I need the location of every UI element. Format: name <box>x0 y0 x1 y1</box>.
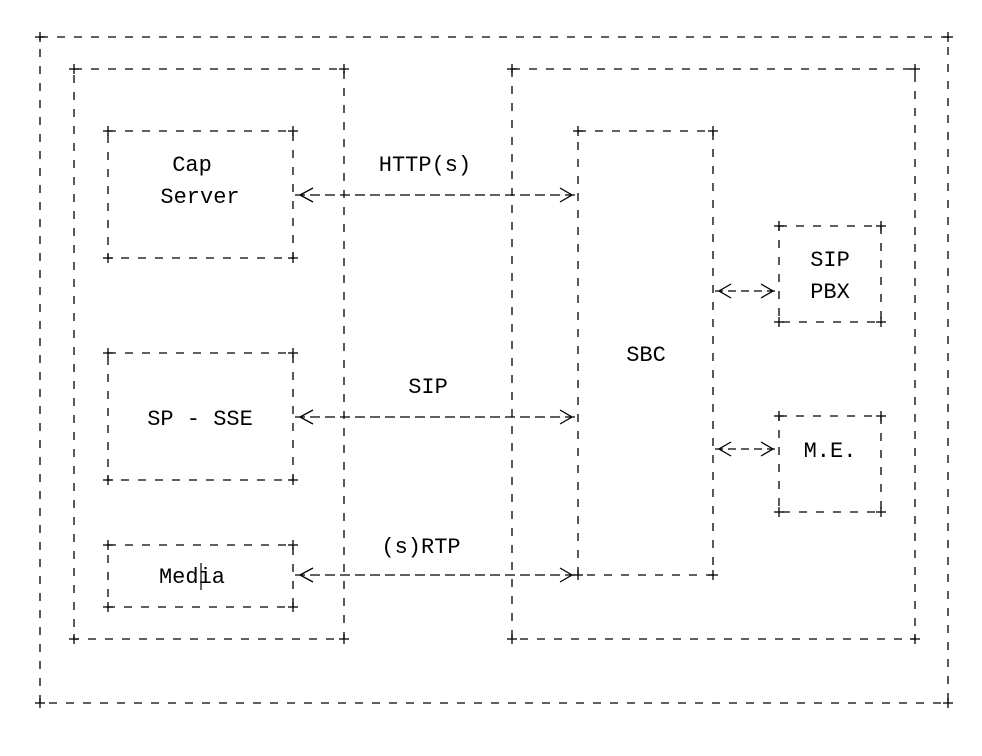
http-link-label: HTTP(s) <box>379 153 471 178</box>
right-group-frame <box>511 68 916 640</box>
sip-link-label: SIP <box>408 375 448 400</box>
me-node: M.E. <box>778 415 882 513</box>
sbc-pbx-link <box>715 283 777 299</box>
sip-link: SIP <box>295 375 576 425</box>
sip-pbx-label-line2: PBX <box>810 280 850 305</box>
rtp-link-label: (s)RTP <box>381 535 460 560</box>
cap-server-node: Cap Server <box>107 130 294 259</box>
sp-sse-node: SP - SSE <box>107 352 294 481</box>
corner-marks <box>35 32 953 708</box>
outer-frame <box>39 36 949 704</box>
sp-sse-label: SP - SSE <box>147 407 253 432</box>
media-node: Media <box>107 544 294 608</box>
media-label: Media <box>159 565 225 590</box>
sbc-node: SBC <box>577 130 714 576</box>
http-link: HTTP(s) <box>295 153 576 203</box>
sbc-me-link <box>715 441 777 457</box>
sip-pbx-label-line1: SIP <box>810 248 850 273</box>
cap-server-label-line1: Cap <box>172 153 212 178</box>
sbc-label: SBC <box>626 343 666 368</box>
left-group-frame <box>73 68 345 640</box>
sip-pbx-node: SIP PBX <box>778 225 882 323</box>
cap-server-label-line2: Server <box>160 185 239 210</box>
me-label: M.E. <box>804 439 857 464</box>
rtp-link: (s)RTP <box>295 535 576 583</box>
